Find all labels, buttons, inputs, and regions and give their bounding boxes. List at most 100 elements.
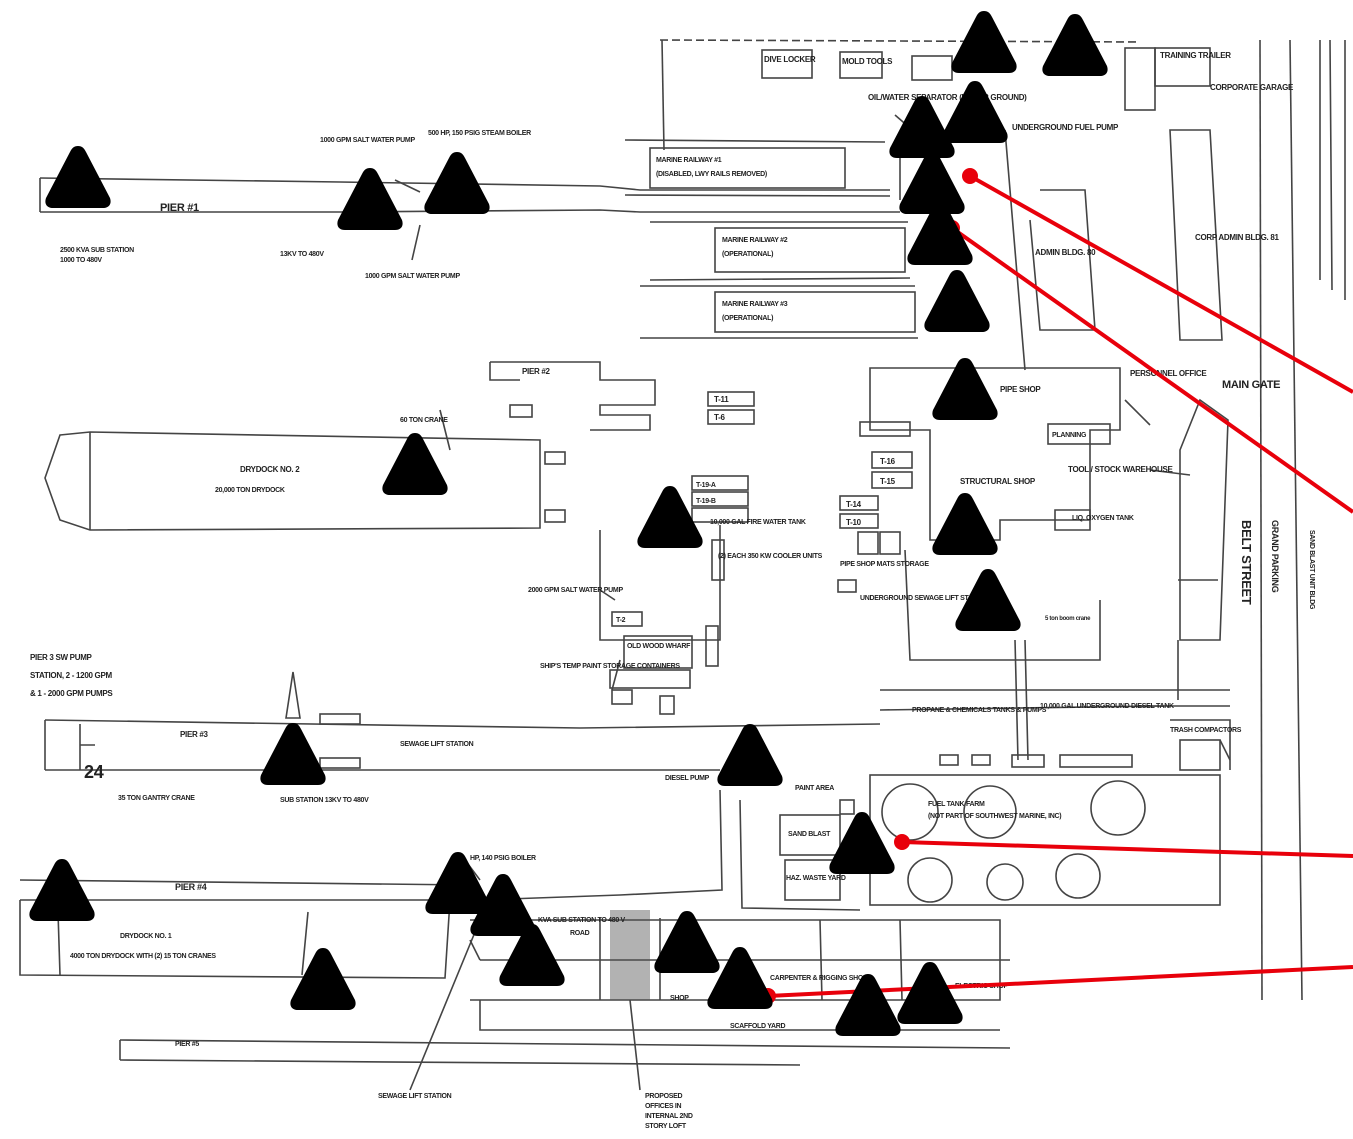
label-pier-1: PIER #1 <box>160 202 199 214</box>
warning-triangle-icon[interactable] <box>45 146 111 208</box>
label-gantry: 35 TON GANTRY CRANE <box>118 795 195 802</box>
label-haz-waste: HAZ. WASTE YARD <box>786 875 846 882</box>
label-marine-railway-1-note: (DISABLED, LWY RAILS REMOVED) <box>656 171 767 178</box>
label-old-wood-wharf: OLD WOOD WHARF <box>627 643 691 650</box>
label-marine-railway-3-note: (OPERATIONAL) <box>722 315 773 322</box>
label-admin-bldg: ADMIN BLDG. 80 <box>1035 248 1096 257</box>
warning-triangle-icon[interactable] <box>932 493 998 555</box>
label-proposed-offices-b: OFFICES IN <box>645 1103 682 1110</box>
label-corp-admin: CORP ADMIN BLDG. 81 <box>1195 233 1279 242</box>
warning-triangle-icon[interactable] <box>889 96 955 158</box>
warning-triangle-icon[interactable] <box>1042 14 1108 76</box>
label-pump-1000a: 1000 GPM SALT WATER PUMP <box>320 137 415 144</box>
label-boiler-b: HP, 140 PSIG BOILER <box>470 855 536 862</box>
label-pipe-shop-mats: PIPE SHOP MATS STORAGE <box>840 561 929 568</box>
warning-triangle-icon[interactable] <box>707 947 773 1009</box>
label-pier-3-pump-c: & 1 - 2000 GPM PUMPS <box>30 689 113 698</box>
label-trash: TRASH COMPACTORS <box>1170 727 1242 734</box>
label-pier-3-pump: PIER 3 SW PUMP <box>30 653 93 662</box>
label-dive-locker: DIVE LOCKER <box>764 55 816 64</box>
warning-triangle-icon[interactable] <box>260 723 326 785</box>
warning-triangle-icon[interactable] <box>835 974 901 1036</box>
label-sub-station-1: 2500 KVA SUB STATION <box>60 247 134 254</box>
label-fuel-farm: FUEL TANK FARM <box>928 801 985 808</box>
label-ug-fuel: UNDERGROUND FUEL PUMP <box>1012 123 1119 132</box>
warning-triangle-icon[interactable] <box>899 152 965 214</box>
label-grand-parking: GRAND PARKING <box>1270 520 1280 593</box>
label-sub-station-b: KVA SUB STATION TO 480 V <box>538 917 626 924</box>
label-diesel-tank: 10,000 GAL UNDERGROUND DIESEL TANK <box>1040 703 1174 710</box>
label-shop: SHOP <box>670 995 689 1002</box>
label-scaffold: SCAFFOLD YARD <box>730 1023 785 1030</box>
label-crane-60: 60 TON CRANE <box>400 417 448 424</box>
label-proposed-offices-c: INTERNAL 2ND <box>645 1113 693 1120</box>
warning-triangle-icon[interactable] <box>337 168 403 230</box>
label-proposed-offices: PROPOSED <box>645 1093 683 1100</box>
label-diesel-pump: DIESEL PUMP <box>665 775 710 782</box>
label-structural-shop: STRUCTURAL SHOP <box>960 477 1036 486</box>
label-oil-water: OIL/WATER SEPARATOR (UNDER GROUND) <box>868 93 1027 102</box>
label-main-gate: MAIN GATE <box>1222 379 1280 391</box>
label-t14: T-14 <box>846 500 862 509</box>
label-t6: T-6 <box>714 413 726 422</box>
label-fuel-farm-note: (NOT PART OF SOUTHWEST MARINE, INC) <box>928 813 1061 820</box>
label-belt-street: BELT STREET <box>1239 520 1254 605</box>
label-drydock-1-capacity: 4000 TON DRYDOCK WITH (2) 15 TON CRANES <box>70 953 216 960</box>
label-sand-blast-unit: SAND BLAST UNIT BLDG <box>1308 530 1315 610</box>
label-road: ROAD <box>570 930 590 937</box>
label-marine-railway-3: MARINE RAILWAY #3 <box>722 301 788 308</box>
label-drydock-2: DRYDOCK NO. 2 <box>240 465 300 474</box>
label-drydock-2-capacity: 20,000 TON DRYDOCK <box>215 487 285 494</box>
label-planning: PLANNING <box>1052 432 1087 439</box>
label-carpenter: CARPENTER & RIGGING SHOP <box>770 975 868 982</box>
label-sub-13kv-b: SUB STATION 13KV TO 480V <box>280 797 369 804</box>
label-pier-3: PIER #3 <box>180 730 209 739</box>
label-t19b: T-19-B <box>696 498 716 505</box>
label-tool-stock: TOOL / STOCK WAREHOUSE <box>1068 465 1173 474</box>
label-personnel-office: PERSONNEL OFFICE <box>1130 369 1207 378</box>
warning-triangle-icon[interactable] <box>924 270 990 332</box>
pointer-dot-1 <box>962 168 978 184</box>
warning-triangle-icon[interactable] <box>29 859 95 921</box>
label-lox-tank: LIQ. OXYGEN TANK <box>1072 515 1134 522</box>
map-labels: DIVE LOCKER MOLD TOOLS TRAINING TRAILER … <box>30 51 1315 1130</box>
warning-triangle-icon[interactable] <box>717 724 783 786</box>
pointer-line-1 <box>969 174 1353 394</box>
label-corporate-garage: CORPORATE GARAGE <box>1210 83 1294 92</box>
label-marine-railway-1: MARINE RAILWAY #1 <box>656 157 722 164</box>
pointer-lines <box>760 168 1353 1004</box>
warning-triangle-icon[interactable] <box>897 962 963 1024</box>
label-ships-temp: SHIP'S TEMP PAINT STORAGE CONTAINERS <box>540 663 680 670</box>
label-crane-5ton: 5 ton boom crane <box>1045 616 1091 622</box>
label-sewage-lift-a: SEWAGE LIFT STATION <box>400 741 474 748</box>
label-t16: T-16 <box>880 457 896 466</box>
label-t2: T-2 <box>616 617 626 624</box>
label-pier-4: PIER #4 <box>175 882 207 892</box>
label-training-trailer: TRAINING TRAILER <box>1160 51 1231 60</box>
label-proposed-offices-d: STORY LOFT <box>645 1123 687 1130</box>
label-water-tank: 10,000 GAL FIRE WATER TANK <box>710 519 806 526</box>
label-t15: T-15 <box>880 477 896 486</box>
warning-triangle-icon[interactable] <box>942 81 1008 143</box>
label-paint-area: PAINT AREA <box>795 785 834 792</box>
warning-triangle-icon[interactable] <box>290 948 356 1010</box>
label-mold-tools: MOLD TOOLS <box>842 57 893 66</box>
label-pier-5: PIER #5 <box>175 1041 199 1048</box>
warning-triangle-icon[interactable] <box>829 812 895 874</box>
pointer-dot-3 <box>894 834 910 850</box>
label-pipe-shop: PIPE SHOP <box>1000 385 1041 394</box>
label-t11: T-11 <box>714 395 729 404</box>
label-sand-blast: SAND BLAST <box>788 831 831 838</box>
label-propane: PROPANE & CHEMICALS TANKS & PUMPS <box>912 707 1047 714</box>
label-pump-1000b: 1000 GPM SALT WATER PUMP <box>365 273 460 280</box>
label-pump-2000: 2000 GPM SALT WATER PUMP <box>528 587 623 594</box>
label-marine-railway-2-note: (OPERATIONAL) <box>722 251 773 258</box>
warning-triangle-icon[interactable] <box>382 433 448 495</box>
label-marine-railway-2: MARINE RAILWAY #2 <box>722 237 788 244</box>
label-pier-3-pump-b: STATION, 2 - 1200 GPM <box>30 671 113 680</box>
label-t19a: T-19-A <box>696 482 716 489</box>
label-sub-station-1b: 1000 TO 480V <box>60 257 102 264</box>
warning-triangle-icon[interactable] <box>637 486 703 548</box>
label-cooler: (2) EACH 350 KW COOLER UNITS <box>718 553 823 560</box>
